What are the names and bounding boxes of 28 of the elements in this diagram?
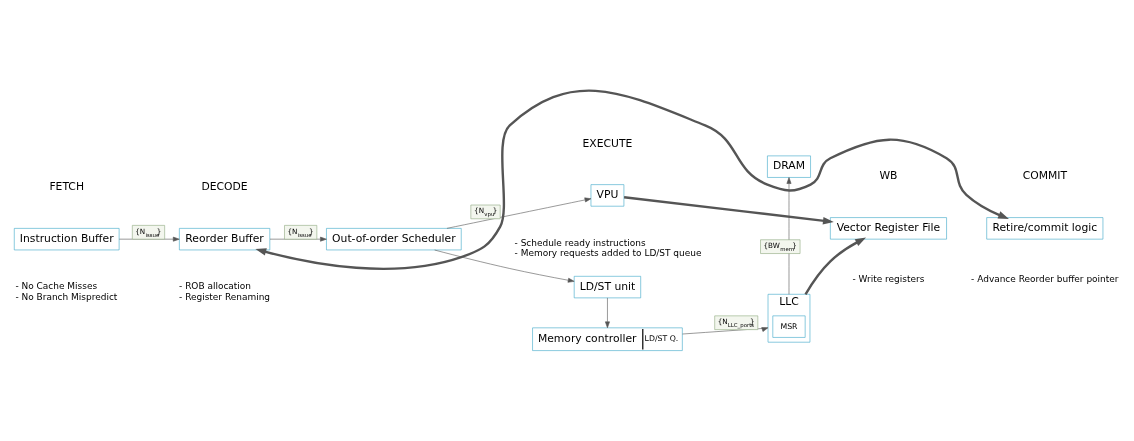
label: - Register Renaming: [179, 291, 271, 302]
node-box: Instruction Buffer: [13, 228, 120, 251]
label: DECODE: [201, 180, 248, 194]
node-box: LD/ST unit: [573, 276, 641, 299]
node-box: Out-of-order Scheduler: [326, 228, 462, 251]
label: - Schedule ready instructions: [514, 237, 646, 248]
node-box: Vector Register File: [830, 217, 947, 240]
arrow: [804, 237, 867, 295]
node-box: VPU: [590, 184, 625, 207]
label: EXECUTE: [582, 136, 633, 150]
arrow: [434, 249, 575, 283]
node-box: DRAM: [767, 155, 811, 178]
label: - Advance Reorder buffer pointer: [971, 274, 1119, 284]
label: - ROB allocation: [179, 281, 252, 292]
label: - Write registers: [852, 274, 925, 284]
arrow: [623, 196, 834, 225]
label: - No Cache Misses: [15, 281, 98, 292]
node-box: Retire/commit logic: [986, 217, 1104, 240]
label: WB: [879, 169, 898, 183]
arrow: [446, 197, 592, 229]
arrow: [605, 297, 610, 329]
arrow: [786, 177, 792, 295]
label: COMMIT: [1022, 169, 1067, 183]
label: - Memory requests added to LD/ST queue: [514, 247, 702, 258]
arrow: [255, 89, 1009, 270]
label: FETCH: [49, 180, 84, 194]
node-box: Reorder Buffer: [179, 228, 271, 251]
label: - No Branch Mispredict: [15, 291, 118, 302]
